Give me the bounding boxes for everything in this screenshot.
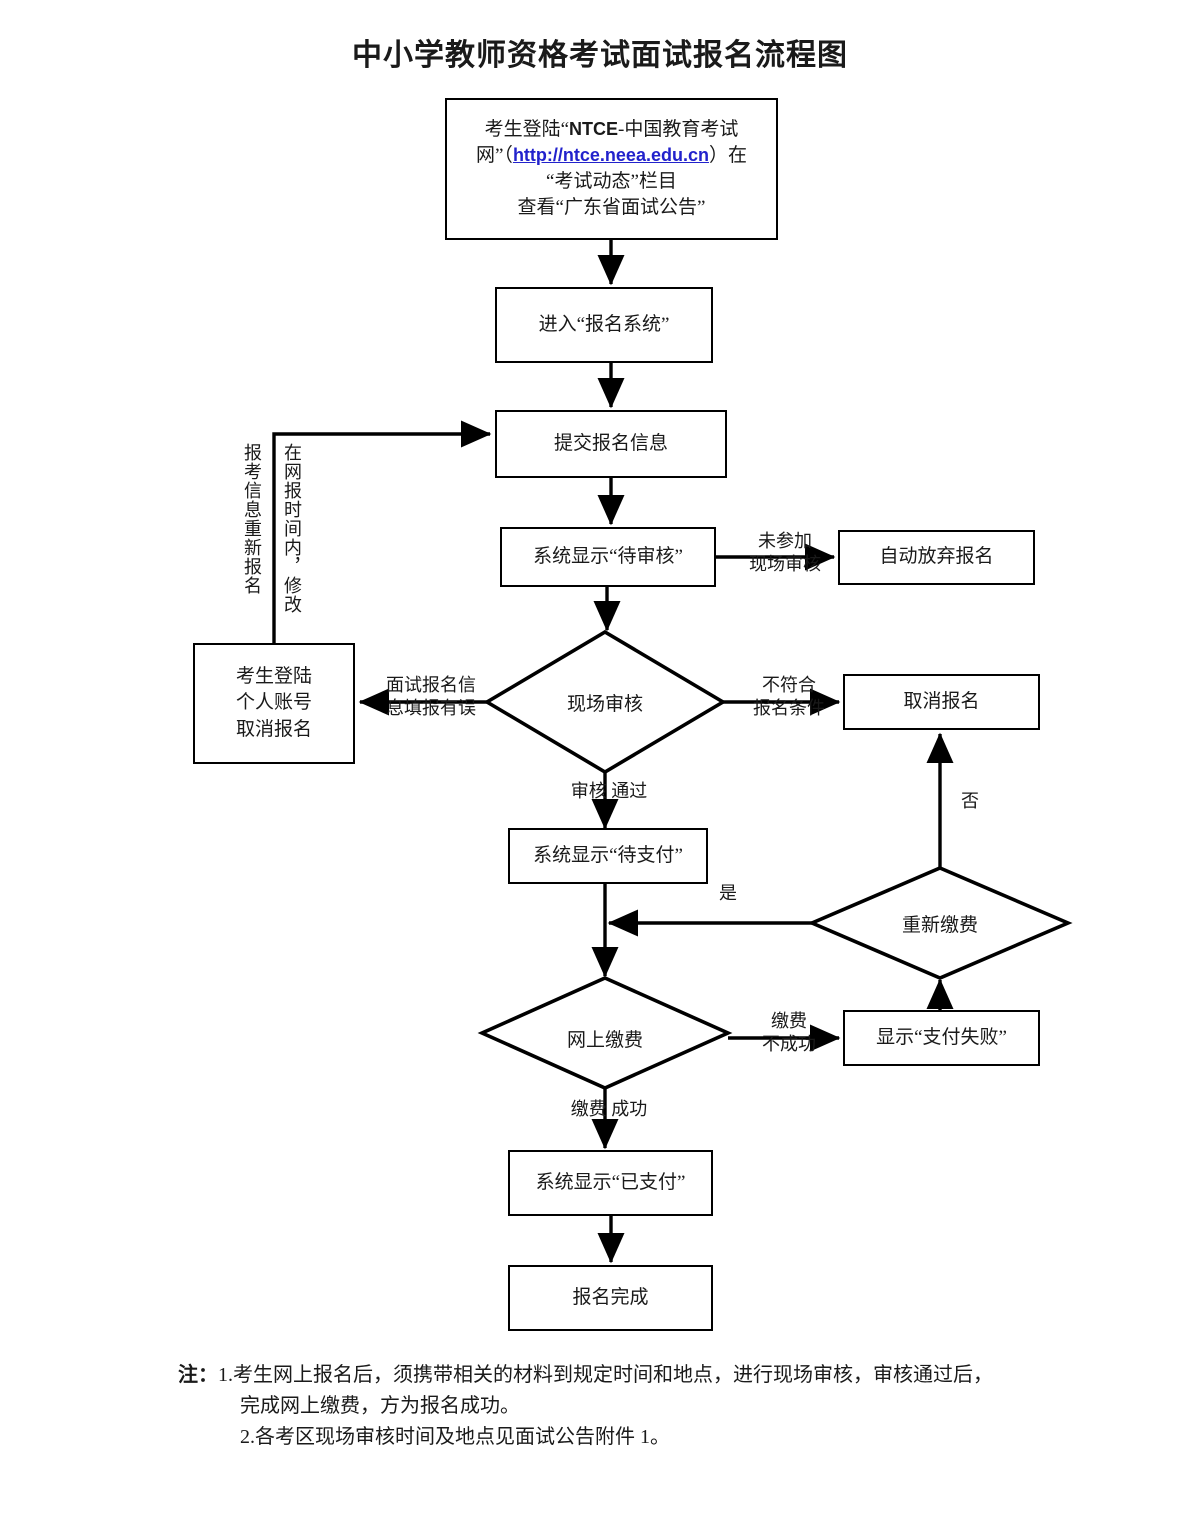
start-line2-pre: 网”（: [476, 144, 513, 166]
vertical-label-inner: 在网报时间内，修改: [282, 443, 302, 614]
note-1-line-2: 完成网上缴费，方为报名成功。: [240, 1395, 520, 1417]
page-title: 中小学教师资格考试面试报名流程图: [352, 39, 848, 72]
note-1-number: 1.: [218, 1364, 233, 1386]
start-line2-post: ）在: [708, 144, 747, 166]
notes-lead: 注：: [178, 1364, 218, 1386]
node-complete: 报名完成: [508, 1265, 713, 1331]
edge-label-repay-no: 否: [961, 791, 979, 811]
node-start: 考生登陆“NTCE-中国教育考试 网”（http://ntce.neea.edu…: [445, 98, 778, 240]
note-row-1: 注： 1. 考生网上报名后，须携带相关的材料到规定时间和地点，进行现场审核，审核…: [178, 1360, 1078, 1391]
login-cancel-label: 考生登陆 个人账号 取消报名: [235, 666, 312, 740]
start-line1-pre: 考生登陆“: [484, 118, 570, 140]
node-pending-review: 系统显示“待审核”: [500, 527, 716, 587]
node-pending-payment: 系统显示“待支付”: [508, 828, 708, 884]
edge-label-not-qualified: 不符合 报名条件: [753, 675, 825, 718]
node-enter-system: 进入“报名系统”: [495, 287, 713, 363]
edge-label-repay-yes: 是: [719, 883, 737, 903]
node-auto-abandon: 自动放弃报名: [838, 530, 1035, 585]
notes-block: 注： 1. 考生网上报名后，须携带相关的材料到规定时间和地点，进行现场审核，审核…: [178, 1360, 1078, 1453]
edge-label-review-passed: 审核 通过: [570, 781, 648, 801]
ntce-website-link[interactable]: http://ntce.neea.edu.cn: [512, 144, 709, 165]
edge-label-payment-success: 缴费 成功: [570, 1099, 648, 1119]
edge-label-payment-failed: 缴费 不成功: [762, 1011, 816, 1054]
edge-label-info-error: 面试报名信 息填报有误: [386, 675, 476, 718]
note-1-line-1: 考生网上报名后，须携带相关的材料到规定时间和地点，进行现场审核，审核通过后，: [233, 1364, 993, 1386]
start-line1-en: NTCE: [569, 118, 619, 139]
edge-label-not-attend-onsite: 未参加 现场审核: [749, 531, 821, 574]
node-payment-failed: 显示“支付失败”: [843, 1010, 1040, 1066]
start-line1-mid: -中国教育考试: [618, 118, 739, 140]
node-paid: 系统显示“已支付”: [508, 1150, 713, 1216]
start-line4: 查看“广东省面试公告”: [517, 197, 706, 219]
vertical-label-outer: 报考信息重新报名: [242, 443, 262, 595]
start-line3: “考试动态”栏目: [546, 171, 677, 192]
node-submit-info: 提交报名信息: [495, 410, 727, 478]
node-login-cancel: 考生登陆 个人账号 取消报名: [193, 643, 355, 764]
edge-logincancel-to-submit: [272, 420, 492, 643]
note-2: 2.各考区现场审核时间及地点见面试公告附件 1。: [240, 1426, 670, 1448]
node-cancel-registration: 取消报名: [843, 674, 1040, 730]
